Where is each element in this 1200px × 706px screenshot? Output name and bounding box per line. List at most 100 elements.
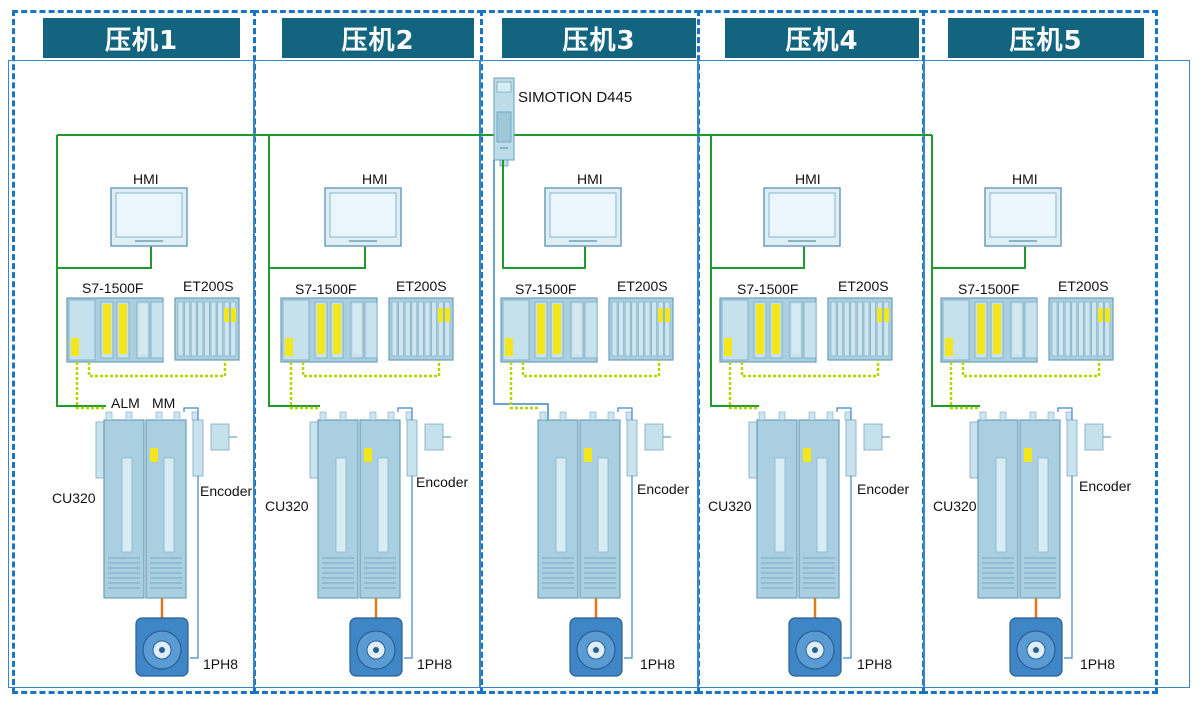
press-5-encoder-icon	[1084, 423, 1104, 451]
press-3-profibus-drive	[509, 362, 540, 410]
press-3-ethernet-drop	[502, 160, 508, 269]
press-5-encoder-label: Encoder	[1079, 478, 1132, 494]
press-2-encoder-module	[406, 419, 418, 477]
press-4-encoder-label: Encoder	[857, 481, 910, 497]
press-2-ethernet-drop	[268, 135, 288, 269]
press-5-ethernet-drop	[931, 135, 948, 269]
press-2-hmi-label: HMI	[362, 171, 388, 187]
press-3-encoder-line	[617, 407, 633, 420]
press-3-motor-label: 1PH8	[640, 656, 676, 672]
press-3-encoder-label: Encoder	[637, 481, 690, 497]
press-2-encoder-label: Encoder	[416, 474, 469, 490]
press-2-drive-icon	[309, 411, 413, 599]
press-2-motor-label: 1PH8	[417, 656, 453, 672]
press-3-title: 压机3	[502, 18, 696, 58]
press-4-profibus-drive	[728, 362, 759, 410]
press-4-plc-icon	[719, 297, 817, 363]
press-4-encoder-icon	[863, 423, 883, 451]
press-1-title: 压机1	[43, 18, 240, 58]
press-1-feedback-line	[190, 476, 199, 659]
press-3-devices	[500, 160, 674, 677]
press-2-frame	[254, 60, 480, 688]
press-3-plc-icon	[500, 297, 598, 363]
press-5-cu-label: CU320	[933, 498, 977, 514]
press-1-hmi-link	[74, 246, 152, 269]
press-4-title: 压机4	[725, 18, 919, 58]
press-2-title: 压机2	[282, 18, 474, 58]
press-4-cu-label: CU320	[708, 498, 752, 514]
press-4-plc-label: S7-1500F	[737, 281, 799, 297]
press-5-motor-icon	[1009, 617, 1063, 677]
press-1-cu-label: CU320	[52, 490, 96, 506]
press-4-motor-label: 1PH8	[857, 656, 893, 672]
simotion-d445-icon	[493, 77, 515, 167]
press-5-devices	[931, 135, 1114, 677]
press-4-devices	[710, 135, 893, 677]
press-1-io-label: ET200S	[183, 278, 234, 294]
press-3-encoder-icon	[644, 423, 664, 451]
press-5-drive-link	[931, 268, 980, 407]
press-1-devices	[56, 135, 240, 677]
press-4-hmi-link	[727, 246, 805, 269]
press-3-motor-icon	[569, 617, 623, 677]
press-3-profibus-line	[521, 360, 661, 378]
press-2-profibus-drive	[289, 362, 320, 410]
press-1-profibus-drive	[75, 362, 106, 410]
press-1-plc-icon	[66, 297, 164, 363]
press-5-profibus-drive	[949, 362, 980, 410]
press-3-feedback-line	[624, 476, 633, 659]
press-3-et200s-icon	[608, 297, 674, 361]
press-1-plc-label: S7-1500F	[82, 280, 144, 296]
press-1-drive-link	[56, 268, 106, 407]
press-2-drive-link	[268, 268, 320, 407]
press-3-plc-label: S7-1500F	[515, 281, 577, 297]
press-5-encoder-module	[1066, 419, 1078, 477]
press-1-drive-icon	[95, 411, 199, 599]
press-4-io-label: ET200S	[838, 278, 889, 294]
press-4-profibus-line	[740, 360, 880, 378]
press-3-hmi-label: HMI	[577, 171, 603, 187]
press-5-profibus-line	[961, 360, 1101, 378]
press-5-io-label: ET200S	[1058, 278, 1109, 294]
press-2-plc-icon	[280, 297, 378, 363]
press-2-feedback-line	[404, 476, 413, 659]
press-4-hmi-label: HMI	[795, 171, 821, 187]
press-3-encoder-module	[626, 419, 638, 477]
press-2-profibus-line	[301, 360, 441, 378]
press-1-frame	[8, 60, 254, 688]
press-5-plc-icon	[940, 297, 1038, 363]
press-5-feedback-line	[1064, 476, 1073, 659]
press-1-mm-label: MM	[152, 395, 176, 411]
press-4-ethernet-drop	[710, 135, 727, 269]
press-5-title: 压机5	[948, 18, 1144, 58]
press-2-io-label: ET200S	[396, 278, 447, 294]
press-3-frame	[480, 60, 698, 688]
press-4-drive-icon	[748, 411, 852, 599]
press-4-frame	[698, 60, 924, 688]
press-2-hmi-link	[288, 246, 366, 269]
press-5-hmi-label: HMI	[1012, 171, 1038, 187]
simotion-label: SIMOTION D445	[518, 89, 633, 106]
press-4-feedback-line	[843, 476, 852, 659]
press-4-encoder-module	[845, 419, 857, 477]
press-5-drive-icon	[969, 411, 1073, 599]
press-5-et200s-icon	[1048, 297, 1114, 361]
press-1-et200s-icon	[174, 297, 240, 361]
press-4-et200s-icon	[827, 297, 893, 361]
press-5-hmi-link	[948, 246, 1026, 269]
press-5-frame	[924, 60, 1190, 688]
press-1-encoder-icon	[210, 423, 230, 451]
press-5-encoder-line	[1057, 407, 1073, 420]
press-2-motor-icon	[349, 617, 403, 677]
press-4-encoder-line	[836, 407, 852, 420]
press-2-encoder-line	[397, 407, 413, 420]
press-2-cu-label: CU320	[265, 498, 309, 514]
press-4-drive-link	[710, 268, 759, 407]
press-2-plc-label: S7-1500F	[295, 281, 357, 297]
press-2-et200s-icon	[388, 297, 454, 361]
press-1-encoder-label: Encoder	[200, 483, 253, 499]
press-1-motor-label: 1PH8	[203, 656, 239, 672]
press-3-drive-icon	[537, 411, 633, 599]
simotion-drive-line	[493, 160, 549, 420]
